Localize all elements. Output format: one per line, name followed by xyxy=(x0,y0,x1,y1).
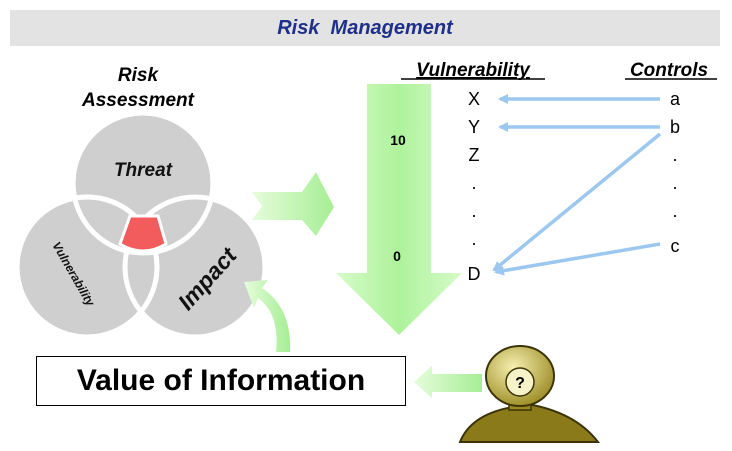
control-item: c xyxy=(671,236,680,256)
control-item: . xyxy=(672,201,677,221)
vulnerability-item: . xyxy=(471,229,476,249)
vulnerability-item: Z xyxy=(469,145,480,165)
green-arrow-down xyxy=(336,84,462,335)
vulnerability-item: X xyxy=(468,89,480,109)
controls-heading: Controls xyxy=(630,60,708,81)
value-of-information-label: Value of Information xyxy=(76,364,366,397)
green-curved-arrow xyxy=(244,280,291,352)
scale-high: 10 xyxy=(390,132,406,148)
vulnerability-item: . xyxy=(471,201,476,221)
scale-low: 0 xyxy=(393,248,401,264)
venn-label-threat: Threat xyxy=(114,160,173,181)
diagram-title: Risk Management xyxy=(277,16,453,39)
value-of-information-box: Value of Information xyxy=(36,356,406,406)
vulnerability-item: Y xyxy=(468,117,480,137)
control-item: b xyxy=(670,117,680,137)
control-item: . xyxy=(672,145,677,165)
vulnerability-heading: Vulnerability xyxy=(416,60,531,81)
venn-outline-threat xyxy=(70,110,216,256)
link-arrow-c-d xyxy=(494,242,661,276)
venn-core xyxy=(118,214,168,253)
green-arrow-right xyxy=(252,172,334,236)
link-arrow-b-d xyxy=(492,132,662,272)
control-item: a xyxy=(670,89,681,109)
venn-diagram xyxy=(14,110,268,340)
person-figure xyxy=(458,345,601,443)
vulnerability-item: D xyxy=(468,264,481,284)
title-bar: Risk Management xyxy=(10,10,720,46)
green-arrow-left xyxy=(414,366,482,398)
venn-outline-vulnerability xyxy=(14,194,160,340)
question-badge xyxy=(505,367,535,397)
question-mark-icon: ? xyxy=(515,375,525,392)
control-item: . xyxy=(672,173,677,193)
risk-assessment-line2: Assessment xyxy=(81,90,195,111)
risk-assessment-line1: Risk xyxy=(118,65,160,86)
vulnerability-item: . xyxy=(471,173,476,193)
